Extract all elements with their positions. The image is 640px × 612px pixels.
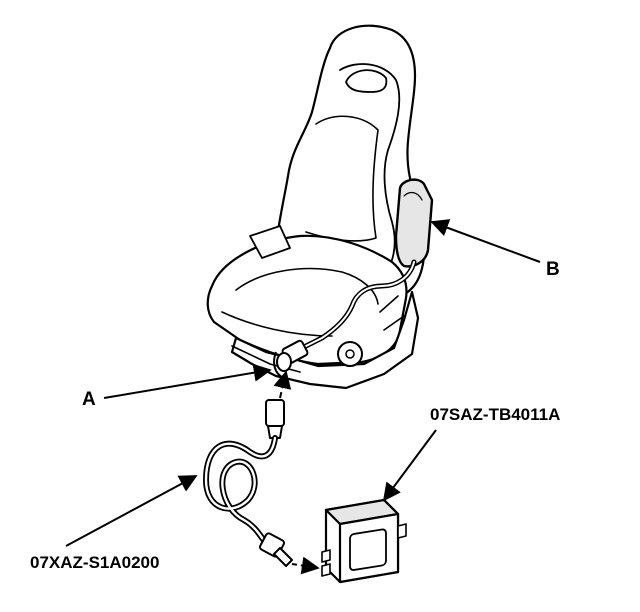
part-number-harness: 07XAZ-S1A0200 (30, 553, 159, 572)
harness-plug-top (265, 399, 285, 427)
arrow-harness-to-tester (291, 556, 320, 575)
leader-arrow-b (430, 219, 541, 263)
side-airbag-highlight (403, 191, 423, 201)
recline-knob-center (345, 349, 355, 359)
seat-cushion-inner (235, 267, 379, 305)
seatback-bolster (339, 63, 401, 281)
harness-tool (203, 399, 293, 567)
seat-rail-right (379, 295, 405, 331)
harness-inner (301, 261, 415, 349)
seat-connector-a (273, 339, 309, 379)
seat-illustration (206, 24, 434, 390)
tester-side-jack (397, 523, 407, 539)
arrow-harness-to-seat (273, 370, 292, 399)
connector-mouth (276, 352, 292, 372)
callout-label-a: A (82, 389, 96, 410)
seat-belt-buckle (249, 225, 291, 259)
harness-cable-inner (204, 436, 277, 550)
tester-display-window (349, 528, 387, 571)
harness-plug-end-tip (273, 547, 293, 567)
tester-unit (321, 498, 407, 584)
callout-label-b: B (546, 259, 560, 280)
leader-arrow-harness (65, 475, 198, 547)
leader-arrow-tester (382, 429, 437, 502)
seat-wire-harness (299, 259, 417, 351)
leader-arrow-a (103, 363, 272, 399)
seat-cushion-front-edge (221, 311, 333, 337)
tester-side-ports (321, 549, 331, 577)
headrest-slot (345, 69, 388, 93)
harness-plug-collar (267, 425, 283, 439)
side-airbag-module (394, 178, 434, 268)
part-number-tester: 07SAZ-TB4011A (430, 405, 560, 424)
harness-cable-outer (203, 435, 278, 551)
